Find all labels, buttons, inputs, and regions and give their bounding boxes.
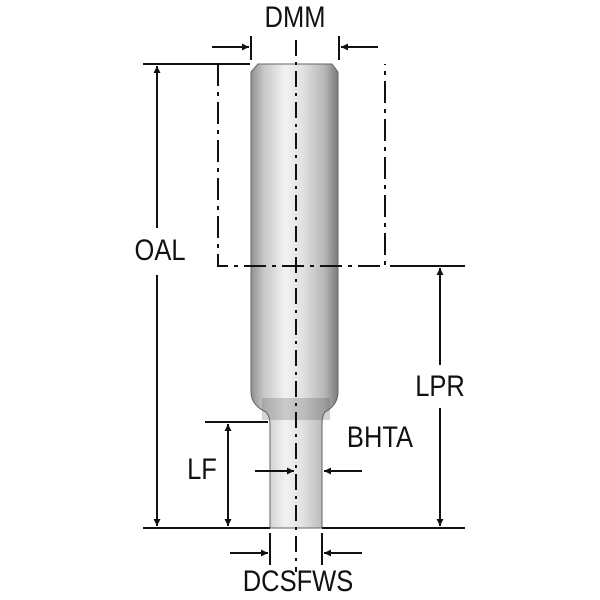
lf-label: LF: [187, 453, 217, 486]
dcsfws-label: DCSFWS: [242, 565, 354, 598]
bhta-label: BHTA: [346, 421, 414, 454]
holder-outline: [217, 64, 386, 267]
neck-shadow: [262, 398, 330, 420]
tool-shank: [250, 63, 339, 529]
dmm-label: DMM: [264, 1, 326, 34]
lpr-label: LPR: [415, 370, 465, 403]
oal-label: OAL: [134, 234, 186, 267]
